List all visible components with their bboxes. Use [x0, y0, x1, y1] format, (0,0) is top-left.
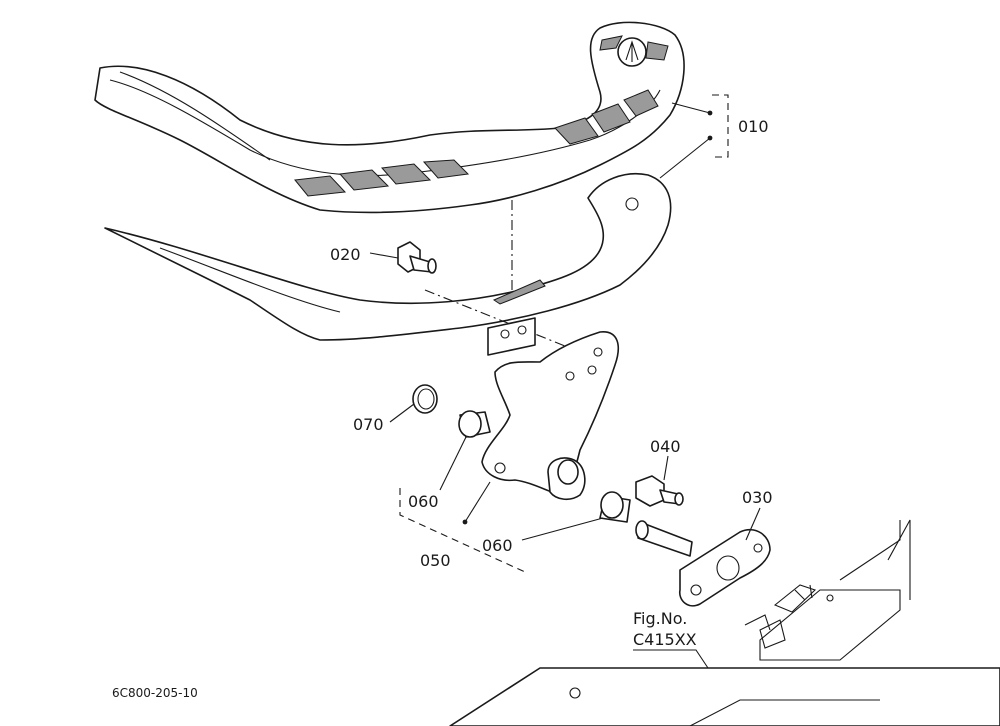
- bushing-060-upper: [458, 410, 491, 438]
- direction-arrow-icon: [617, 37, 647, 67]
- callout-leaders: [369, 94, 761, 669]
- drawing-number: 6C800-205-10: [112, 686, 198, 700]
- label-050: 050: [420, 551, 451, 570]
- shaft-plate-030: [635, 520, 771, 607]
- circlip-070: [412, 384, 438, 414]
- pedal-pad: [94, 21, 685, 214]
- bushing-060-lower: [599, 491, 631, 523]
- label-070: 070: [353, 415, 384, 434]
- fig-ref-line1: Fig.No.: [633, 609, 687, 628]
- label-010: 010: [738, 117, 769, 136]
- label-030: 030: [742, 488, 773, 507]
- frame-structure: [449, 519, 1000, 726]
- fig-ref-line2: C415XX: [633, 630, 697, 649]
- label-040: 040: [650, 437, 681, 456]
- pedal-bracket-050: [481, 331, 619, 501]
- label-020: 020: [330, 245, 361, 264]
- bolt-040: [635, 475, 684, 507]
- label-060-lower: 060: [482, 536, 513, 555]
- bolt-020: [397, 241, 437, 274]
- label-060-upper: 060: [408, 492, 439, 511]
- weld-tab: [487, 317, 536, 356]
- pedal-arm-plate: [104, 173, 672, 341]
- pedal-tread-ribs: [294, 89, 659, 197]
